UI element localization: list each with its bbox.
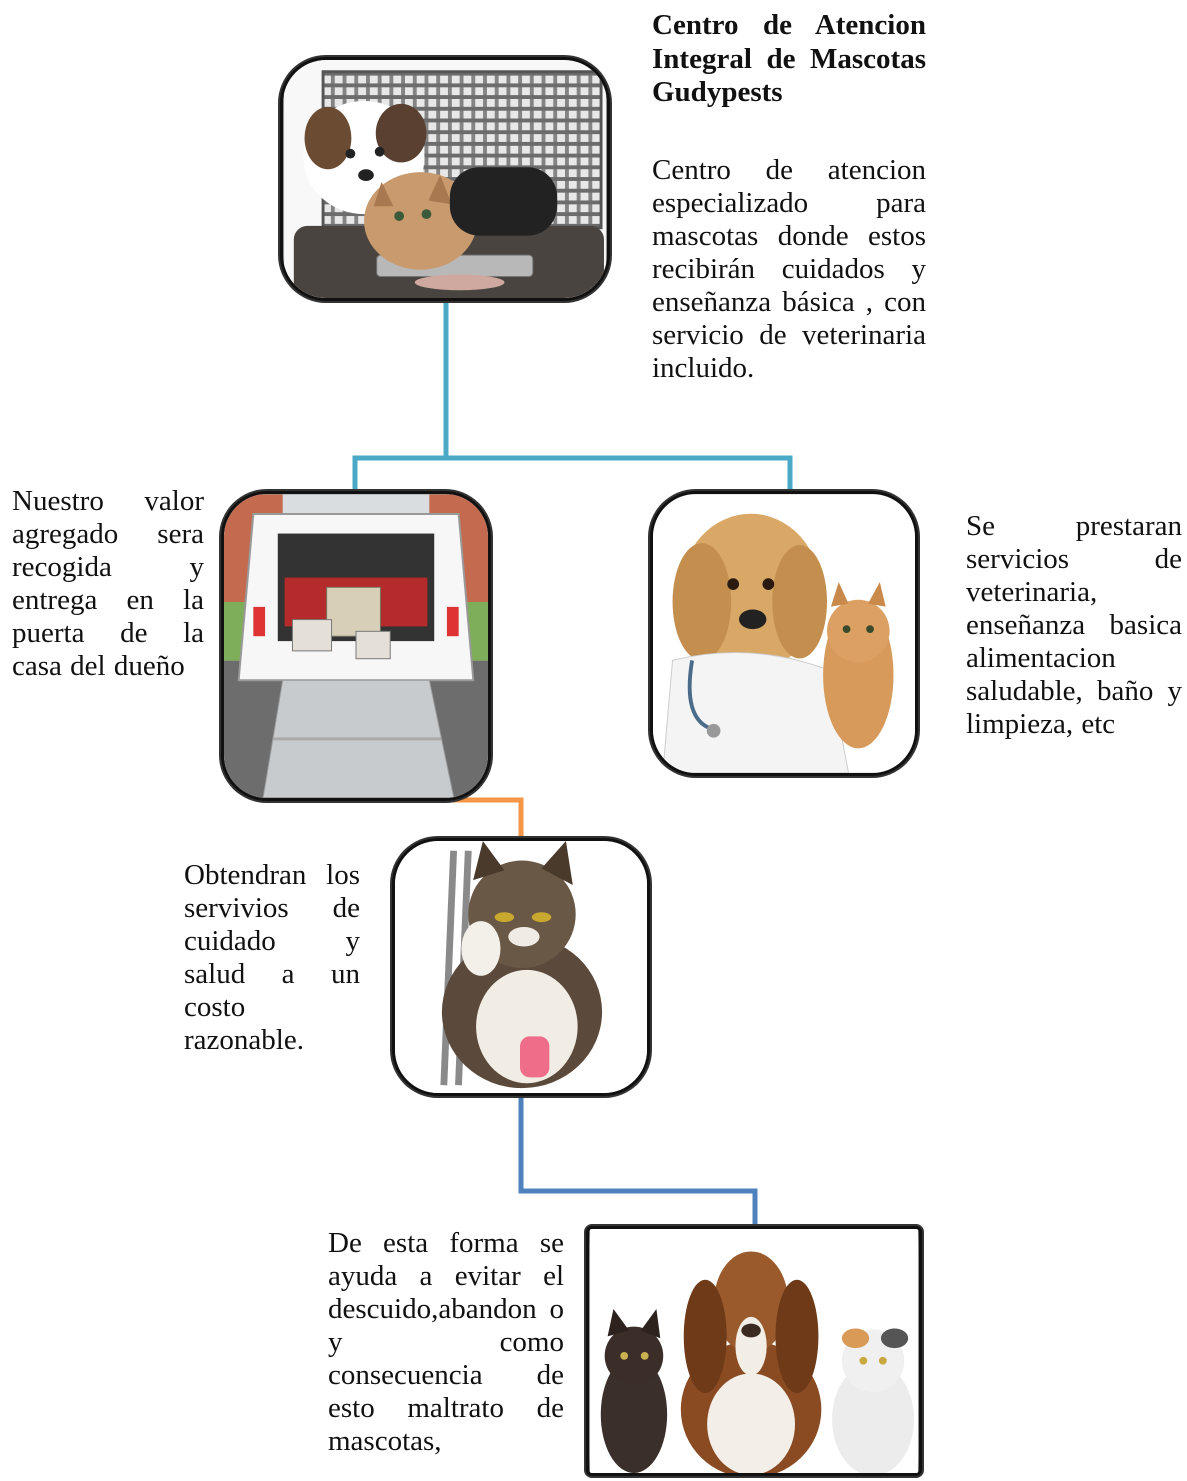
connector-teal-right — [446, 455, 793, 490]
pickup-text: Nuestro valor agregado sera recogida y e… — [12, 485, 204, 682]
basset-hound-cats-icon — [590, 1229, 918, 1473]
intro-text: Centro de atencion especializado para ma… — [652, 154, 926, 384]
suitcase-puppy-kitten-icon — [284, 60, 606, 298]
suitcase-photo — [280, 57, 610, 301]
cost-text: Obtendran los servivios de cuidado y sal… — [184, 859, 360, 1056]
connector-teal — [352, 300, 449, 490]
prevention-text: De esta forma se ayuda a evitar el descu… — [328, 1227, 564, 1457]
injured-cat-photo — [392, 838, 650, 1096]
pet-van-icon — [224, 494, 488, 798]
connector-blue — [518, 1097, 758, 1225]
van-photo — [221, 491, 491, 801]
vet-dog-photo — [650, 491, 918, 776]
diagram-title: Centro de Atencion Integral de Mascotas … — [652, 9, 926, 108]
vet-dog-kitten-icon — [653, 494, 915, 773]
basset-photo — [586, 1226, 922, 1476]
services-text: Se prestaran servicios de veterinaria, e… — [966, 510, 1182, 740]
injured-cat-crutch-icon — [395, 841, 647, 1093]
